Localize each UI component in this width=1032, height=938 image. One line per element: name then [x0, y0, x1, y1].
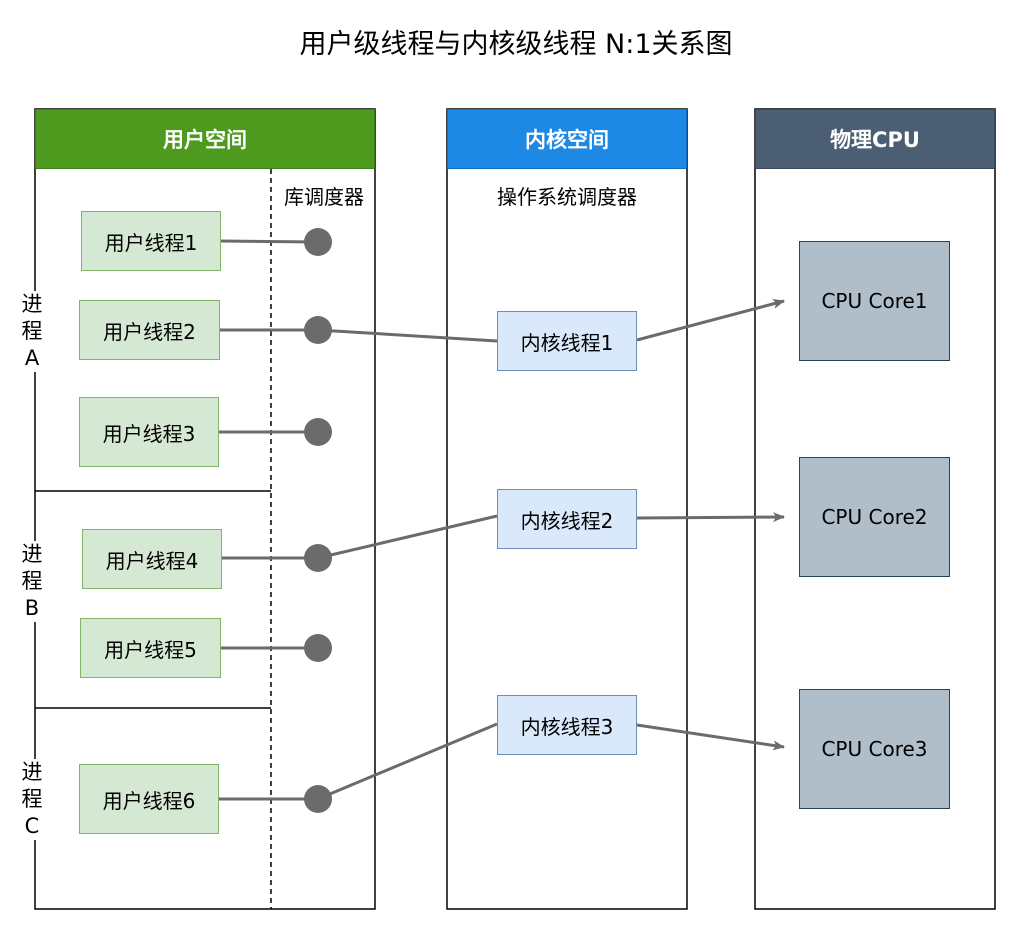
- cpu-core-2: CPU Core2: [799, 457, 950, 577]
- user-thread-3: 用户线程3: [79, 397, 219, 467]
- kernel-thread-3: 内核线程3: [497, 695, 637, 755]
- user-thread-6: 用户线程6: [79, 764, 219, 834]
- user-space-header: 用户空间: [35, 109, 375, 169]
- scheduler-dot-3: [304, 418, 332, 446]
- os-scheduler-label: 操作系统调度器: [497, 185, 637, 209]
- arrow-kt2-core2: [636, 512, 785, 523]
- user-thread-1: 用户线程1: [81, 211, 221, 271]
- scheduler-dot-5: [304, 634, 332, 662]
- scheduler-dot-4: [304, 544, 332, 572]
- kernel-thread-1: 内核线程1: [497, 311, 637, 371]
- cpu-core-3: CPU Core3: [799, 689, 950, 809]
- kernel-thread-2: 内核线程2: [497, 489, 637, 549]
- arrow-kt1-core1: [636, 298, 785, 342]
- connector-ut2-kt1: [317, 328, 498, 343]
- user-thread-2: 用户线程2: [79, 300, 220, 360]
- scheduler-dot-6: [304, 785, 332, 813]
- cpu-core-1: CPU Core1: [799, 241, 950, 361]
- kernel-space-header: 内核空间: [447, 109, 687, 169]
- connector-ut4-kt2: [317, 514, 498, 560]
- physical-cpu-header: 物理CPU: [755, 109, 995, 169]
- user-thread-4: 用户线程4: [82, 529, 222, 589]
- arrow-kt3-core3: [636, 723, 785, 751]
- scheduler-dot-2: [304, 316, 332, 344]
- connector-ut1: [219, 239, 319, 244]
- scheduler-dot-1: [304, 228, 332, 256]
- diagram-title: 用户级线程与内核级线程 N:1关系图: [299, 29, 733, 60]
- library-scheduler-label: 库调度器: [284, 185, 364, 209]
- connector-ut6-kt3: [317, 722, 498, 801]
- user-thread-5: 用户线程5: [80, 618, 221, 678]
